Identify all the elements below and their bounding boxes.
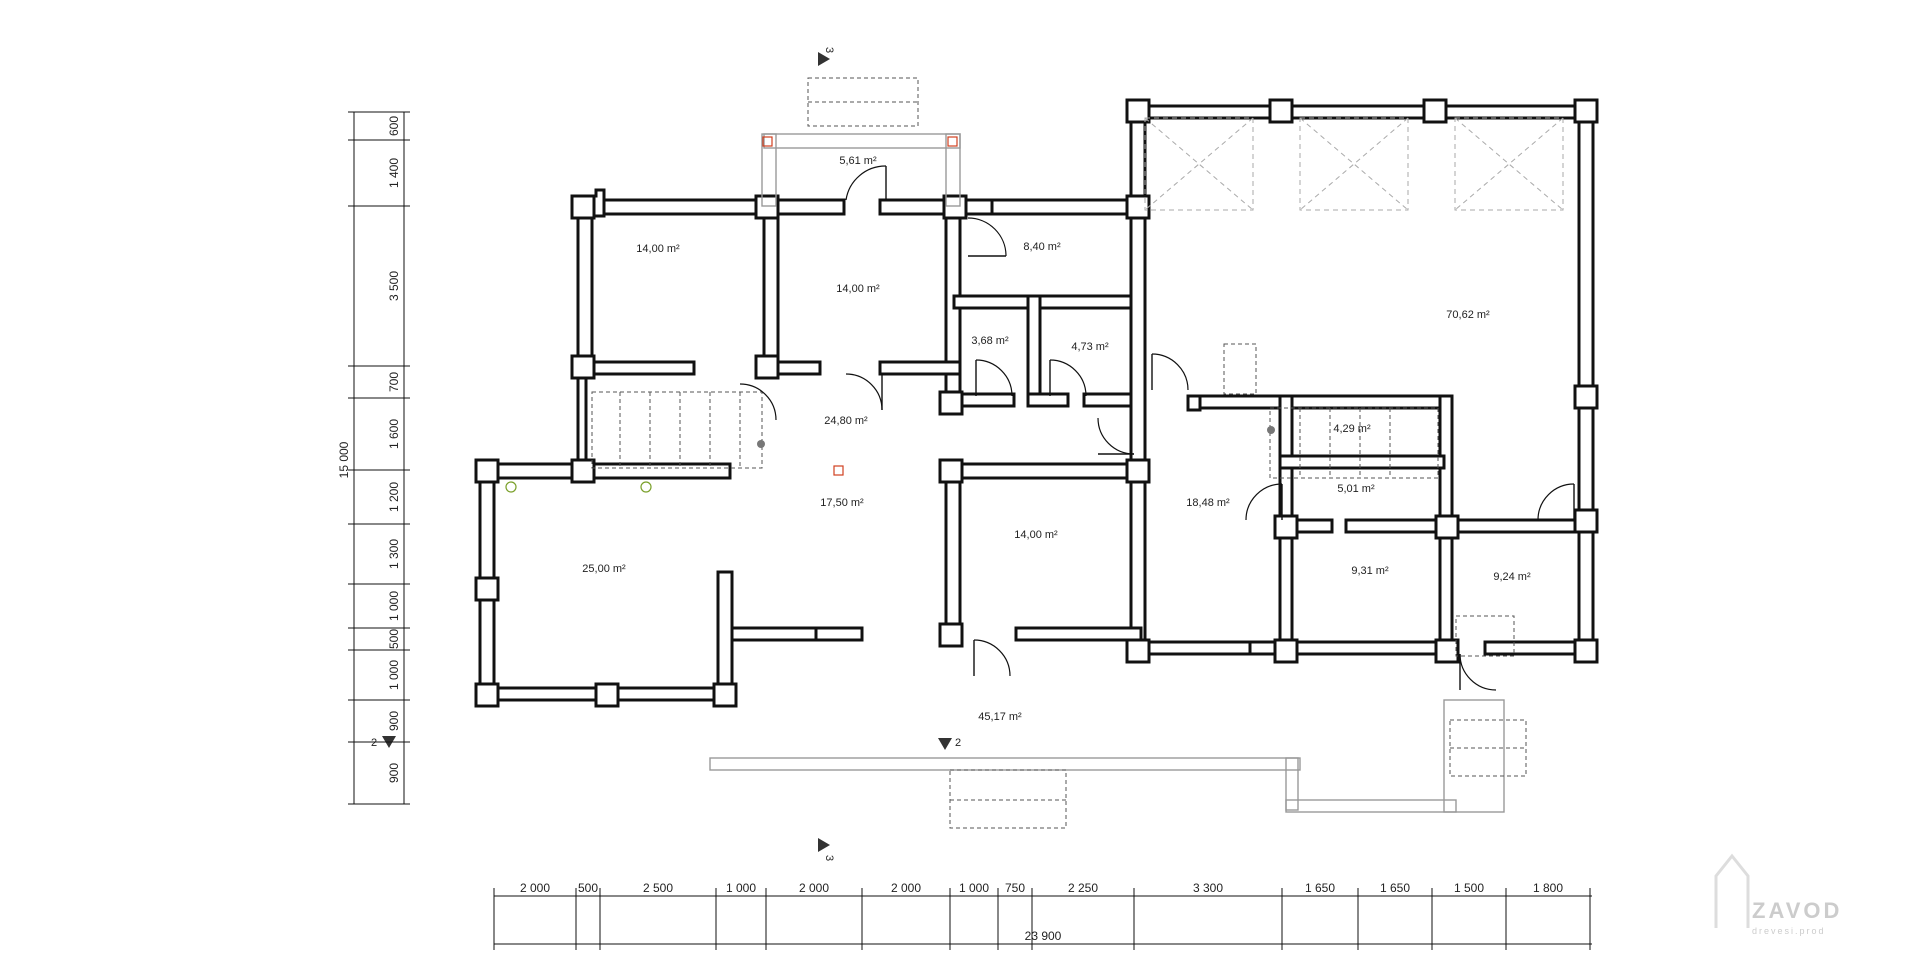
dimension-segment-label: 1 500 <box>1454 881 1484 895</box>
dimension-segment-label: 1 600 <box>387 419 401 449</box>
room-area-label: 9,31 m² <box>1351 565 1389 577</box>
stairs-right <box>1267 407 1439 479</box>
room-area-label: 8,40 m² <box>1023 241 1061 253</box>
room-area-label: 9,24 m² <box>1493 571 1531 583</box>
dimension-segment-label: 750 <box>1005 881 1025 895</box>
section-mark-label: 2 <box>371 737 377 749</box>
dimension-segment-label: 1 000 <box>726 881 756 895</box>
section-mark-label: 3 <box>823 855 835 861</box>
logo-name: ZAVOD <box>1752 898 1842 923</box>
dimension-segment-label: 1 300 <box>387 539 401 569</box>
dimension-segment-label: 500 <box>578 881 598 895</box>
dimension-total-label: 23 900 <box>1025 929 1062 943</box>
dimension-segment-label: 3 300 <box>1193 881 1223 895</box>
logo-watermark: ZAVOD drevesi.prod <box>1714 853 1842 936</box>
room-area-label: 4,29 m² <box>1333 423 1371 435</box>
room-area-label: 18,48 m² <box>1186 497 1230 509</box>
section-marks: 3 3 2 2 <box>371 47 961 861</box>
section-mark-label: 3 <box>823 47 835 53</box>
dimension-segment-label: 2 000 <box>891 881 921 895</box>
dimension-segment-label: 600 <box>387 116 401 136</box>
dimension-segment-label: 2 250 <box>1068 881 1098 895</box>
walls <box>478 104 1595 702</box>
dimension-segment-label: 1 000 <box>387 660 401 690</box>
dimension-segment-label: 500 <box>387 629 401 649</box>
dimension-total-label: 15 000 <box>337 441 351 478</box>
vertical-dimension-chain: 15 000 600 1 400 3 500 700 1 600 1 200 1 300 1 … <box>337 111 410 805</box>
dimension-segment-label: 1 400 <box>387 158 401 188</box>
room-area-label: 70,62 m² <box>1446 309 1490 321</box>
room-area-label: 5,01 m² <box>1337 483 1375 495</box>
terrace-outline <box>709 133 1505 813</box>
room-area-label: 24,80 m² <box>824 415 868 427</box>
dimension-segment-label: 3 500 <box>387 271 401 301</box>
room-area-label: 25,00 m² <box>582 563 626 575</box>
room-area-label: 14,00 m² <box>636 243 680 255</box>
dimension-segment-label: 900 <box>387 711 401 731</box>
room-area-label: 17,50 m² <box>820 497 864 509</box>
dimension-segment-label: 1 000 <box>959 881 989 895</box>
horizontal-dimension-chain: 23 900 2 000 500 2 500 1 000 2 000 2 000 1 000… <box>493 881 1592 950</box>
dimension-segment-label: 2 500 <box>643 881 673 895</box>
dimension-segment-label: 1 200 <box>387 482 401 512</box>
dimension-segment-label: 2 000 <box>520 881 550 895</box>
room-labels: 14,00 m² 14,00 m² 8,40 m² 3,68 m² 4,73 m… <box>582 155 1531 723</box>
entry-steps <box>807 77 1527 829</box>
doors <box>739 165 1575 691</box>
section-mark-label: 2 <box>955 737 961 749</box>
column-marks <box>505 481 652 493</box>
logo-sub: drevesi.prod <box>1752 926 1826 936</box>
dimension-segment-label: 1 650 <box>1380 881 1410 895</box>
logo-house-icon <box>1714 853 1750 928</box>
dimension-segment-label: 1 800 <box>1533 881 1563 895</box>
dimension-segment-label: 1 000 <box>387 591 401 621</box>
glazed-roof <box>1144 117 1564 211</box>
room-area-label: 5,61 m² <box>839 155 877 167</box>
room-area-label: 14,00 m² <box>1014 529 1058 541</box>
section-arrow-icon <box>938 738 952 750</box>
dimension-segment-label: 900 <box>387 763 401 783</box>
log-posts <box>474 98 1599 708</box>
section-arrow-icon <box>818 52 830 66</box>
stairs-left <box>591 391 765 469</box>
room-area-label: 4,73 m² <box>1071 341 1109 353</box>
dimension-segment-label: 700 <box>387 372 401 392</box>
room-area-label: 45,17 m² <box>978 711 1022 723</box>
room-area-label: 14,00 m² <box>836 283 880 295</box>
room-area-label: 3,68 m² <box>971 335 1009 347</box>
dimension-segment-label: 2 000 <box>799 881 829 895</box>
dimension-segment-label: 1 650 <box>1305 881 1335 895</box>
section-arrow-icon <box>818 838 830 852</box>
